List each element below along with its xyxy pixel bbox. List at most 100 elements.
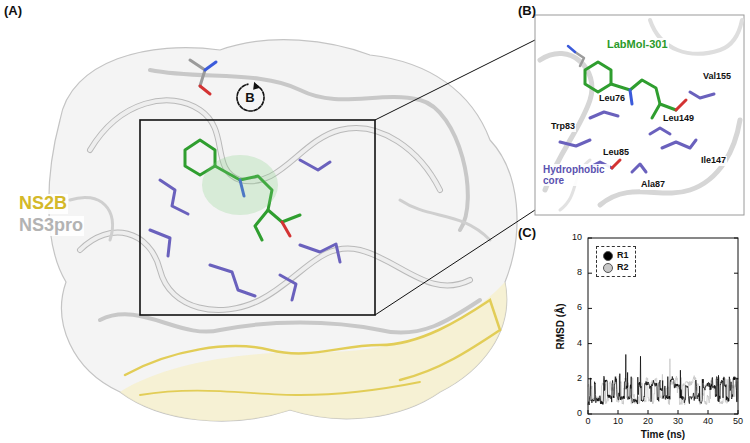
panel-label: (C)	[518, 226, 536, 240]
residue-sticks	[150, 60, 340, 300]
protein-surface	[49, 40, 517, 421]
rmsd-plot	[588, 273, 592, 274]
residue-sticks	[205, 62, 216, 70]
residue-sticks	[190, 60, 205, 86]
closeup-residues	[632, 164, 646, 172]
closeup-ribbon	[540, 20, 742, 210]
tick-label: 2	[577, 374, 582, 384]
tick-label: 20	[643, 417, 653, 427]
protein-ribbon	[150, 70, 468, 230]
rmsd-plot	[678, 410, 679, 414]
residue-label: Leu149	[662, 114, 695, 124]
ns2b-ribbon	[125, 300, 500, 380]
closeup-ligand	[568, 46, 575, 52]
protein-surface	[120, 282, 507, 421]
chain-label: NS2B	[18, 194, 68, 214]
tick-label: 10	[613, 417, 623, 427]
protein-ribbon	[100, 300, 480, 333]
closeup-ribbon	[600, 120, 740, 205]
tick-label: 40	[703, 417, 713, 427]
residue-label: Leu76	[598, 94, 626, 104]
protein-ribbon	[80, 233, 470, 310]
region-label: Hydrophobic core	[542, 164, 610, 186]
plot-frame	[588, 238, 738, 414]
closeup-ligand	[585, 62, 611, 92]
marker-arc	[237, 84, 264, 111]
axis-title: RMSD (Å)	[554, 303, 565, 349]
residue-label: Val155	[702, 72, 732, 82]
closeup-ligand	[568, 46, 686, 118]
closeup-ligand	[575, 52, 584, 66]
rmsd-plot	[734, 273, 738, 274]
rmsd-plot	[588, 378, 592, 379]
closeup-ligand	[676, 100, 686, 110]
tick-label: 0	[577, 409, 582, 419]
protein-surface	[49, 40, 517, 421]
closeup-residues	[560, 140, 590, 146]
residue-sticks	[160, 180, 188, 214]
residue-label: Ile147	[700, 156, 727, 166]
closeup-frame	[535, 15, 744, 215]
ligand-sticks	[185, 140, 300, 240]
legend-box: R1R2	[596, 246, 636, 277]
residue-label: Ala87	[640, 180, 666, 190]
legend-text: R1	[617, 250, 629, 262]
marker-arrowhead	[253, 81, 260, 89]
rmsd-plot	[588, 238, 738, 414]
zoom-marker: B	[235, 82, 266, 113]
residue-sticks	[210, 265, 255, 296]
tick-label: 4	[577, 339, 582, 349]
tick-label: 30	[673, 417, 683, 427]
residue-sticks	[300, 244, 340, 262]
ligand-sticks	[255, 210, 268, 240]
legend-swatch	[603, 263, 613, 273]
rmsd-plot	[588, 343, 592, 344]
zoom-leader	[375, 210, 535, 315]
legend-swatch	[603, 251, 613, 261]
ligand-sticks	[202, 155, 278, 215]
marker-letter: B	[245, 91, 254, 104]
residue-sticks	[200, 86, 210, 94]
ligand-sticks	[282, 222, 290, 236]
residue-sticks	[150, 230, 170, 256]
closeup-ligand	[630, 90, 632, 104]
residue-sticks	[280, 275, 296, 300]
chain-label: NS3pro	[18, 216, 84, 236]
zoom-leader	[375, 40, 535, 120]
legend-entry: R2	[603, 262, 629, 274]
axis-title: Time (ns)	[641, 429, 685, 440]
protein-ribbon	[80, 233, 470, 310]
closeup-ligand	[652, 104, 660, 118]
protein-ribbon	[400, 200, 490, 240]
ns2b-ribbon	[140, 382, 420, 395]
tick-label: 50	[733, 417, 743, 427]
residue-sticks	[300, 160, 330, 170]
rmsd-plot	[734, 308, 738, 309]
legend-text: R2	[617, 262, 629, 274]
tick-label: 10	[572, 233, 582, 243]
rmsd-plot	[588, 308, 592, 309]
closeup-residues	[662, 140, 696, 148]
rmsd-plot	[618, 410, 619, 414]
tick-label: 0	[585, 417, 590, 427]
closeup-residues	[590, 112, 618, 118]
tick-label: 6	[577, 303, 582, 313]
residue-label: Trp83	[550, 122, 576, 132]
rmsd-plot	[708, 410, 709, 414]
rmsd-plot	[734, 343, 738, 344]
rmsd-trace	[588, 354, 738, 405]
panel-label: (A)	[4, 4, 22, 18]
tick-label: 8	[577, 268, 582, 278]
ligand-label: LabMol-301	[606, 38, 669, 50]
closeup-residues	[690, 92, 714, 98]
closeup-residues	[650, 128, 670, 134]
closeup-residues	[612, 160, 620, 168]
residue-label: Leu85	[602, 148, 630, 158]
panel-label: (B)	[518, 4, 536, 18]
legend-entry: R1	[603, 250, 629, 262]
protein-ribbon	[70, 70, 490, 333]
rmsd-plot	[648, 410, 649, 414]
zoom-box	[140, 120, 375, 315]
